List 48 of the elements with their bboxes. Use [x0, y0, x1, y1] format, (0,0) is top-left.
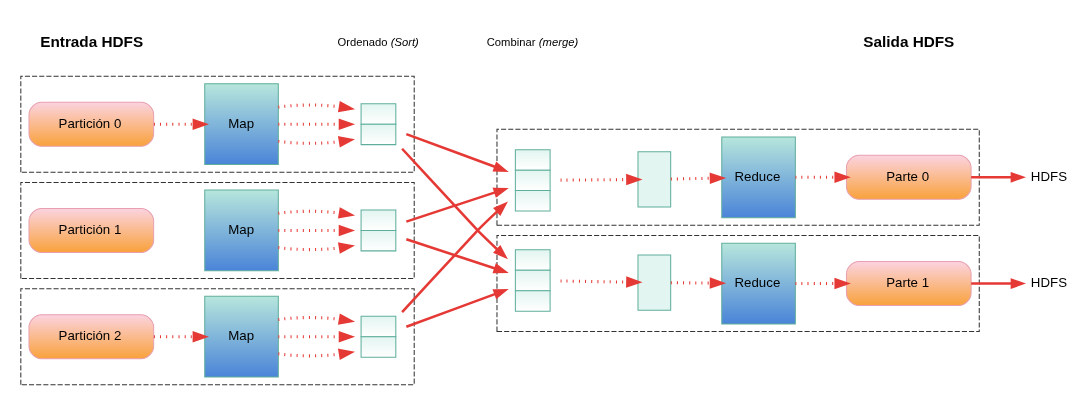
arrow — [971, 278, 1026, 289]
node-box: Parte 1 — [845, 261, 972, 307]
label: Entrada HDFS — [40, 33, 144, 51]
cluster — [496, 128, 980, 226]
node-box: Map — [204, 189, 279, 272]
label: Combinar (merge) — [486, 36, 579, 49]
arrow — [670, 172, 727, 184]
label: Salida HDFS — [863, 33, 955, 51]
arrow — [278, 313, 356, 325]
node-box — [637, 254, 672, 311]
arrow — [971, 171, 1026, 183]
node-box — [637, 151, 672, 208]
arrow — [405, 289, 509, 328]
cluster — [20, 75, 415, 173]
arrow — [405, 132, 509, 172]
arrow — [795, 171, 851, 184]
cluster — [20, 181, 415, 279]
node-box: Partición 2 — [28, 314, 155, 360]
arrow — [278, 118, 356, 130]
arrow — [405, 187, 509, 223]
cluster — [20, 288, 415, 386]
arrow — [278, 242, 356, 254]
arrow — [278, 207, 356, 219]
arrow — [278, 348, 356, 360]
label: Ordenado (Sort) — [337, 36, 419, 49]
arrow — [278, 136, 356, 148]
node-box: Partición 1 — [28, 207, 155, 253]
node-box: Partición 0 — [28, 101, 155, 147]
arrow — [278, 100, 356, 113]
node-box: Map — [204, 295, 279, 378]
node-box: Reduce — [721, 242, 796, 325]
arrow — [795, 277, 851, 290]
node-text: HDFS — [1030, 168, 1067, 184]
arrow — [278, 330, 356, 343]
arrow — [560, 173, 643, 186]
arrow — [153, 330, 209, 343]
arrow — [405, 238, 509, 274]
arrow — [401, 201, 508, 313]
arrow — [560, 276, 643, 288]
node-box: Reduce — [721, 136, 796, 219]
cluster — [496, 235, 980, 333]
arrow — [278, 224, 356, 237]
node-text: HDFS — [1030, 275, 1067, 291]
arrow — [401, 147, 508, 260]
arrow — [153, 118, 209, 130]
node-box: Parte 0 — [845, 154, 972, 200]
node-box: Map — [204, 83, 279, 166]
arrow — [670, 277, 727, 289]
